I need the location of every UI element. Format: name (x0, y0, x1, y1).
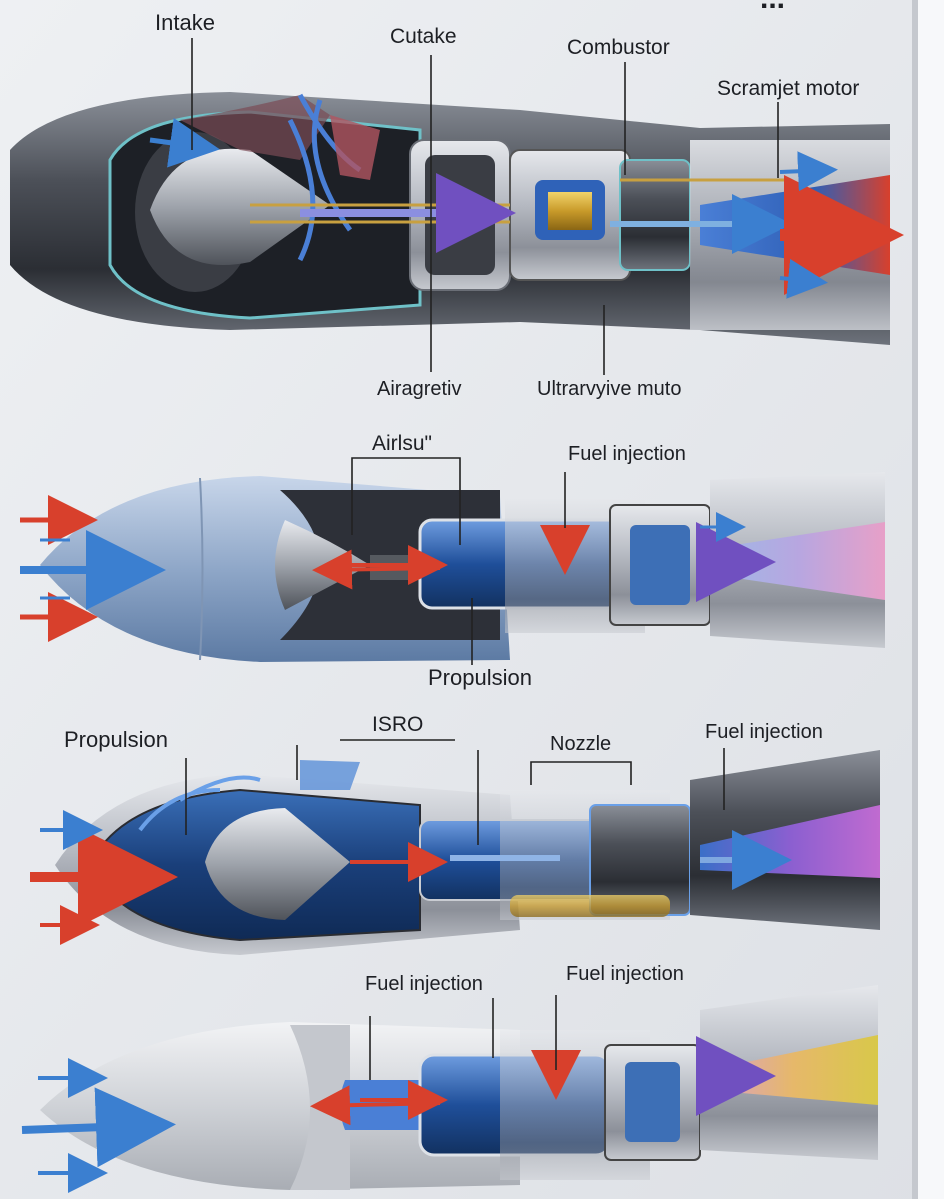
poster-edge (918, 0, 944, 1199)
label-ultrarvyive-muto: Ultrarvyive muto (537, 378, 681, 401)
label-intake: Intake (155, 10, 215, 36)
poster-title-fragment: ... (760, 0, 785, 16)
label-isro: ISRO (372, 713, 423, 737)
label-fuel-injection-p4-left: Fuel injection (365, 973, 483, 996)
label-fuel-injection-p3: Fuel injection (705, 721, 823, 744)
label-cutake: Cutake (390, 25, 457, 49)
label-propulsion-p3: Propulsion (64, 727, 168, 753)
label-propulsion-p2: Propulsion (428, 665, 532, 691)
label-combustor: Combustor (567, 36, 670, 60)
poster-edge-shadow (912, 0, 918, 1199)
label-airagretiv: Airagretiv (377, 378, 461, 401)
engine-cutaway-2 (20, 472, 885, 662)
label-scramjet-motor: Scramjet motor (717, 77, 859, 101)
label-fuel-injection-p2: Fuel injection (568, 443, 686, 466)
label-nozzle: Nozzle (550, 733, 611, 756)
engine-cutaway-1 (10, 92, 890, 345)
label-fuel-injection-p4-right: Fuel injection (566, 963, 684, 986)
label-airlsu: Airlsu" (372, 432, 432, 456)
